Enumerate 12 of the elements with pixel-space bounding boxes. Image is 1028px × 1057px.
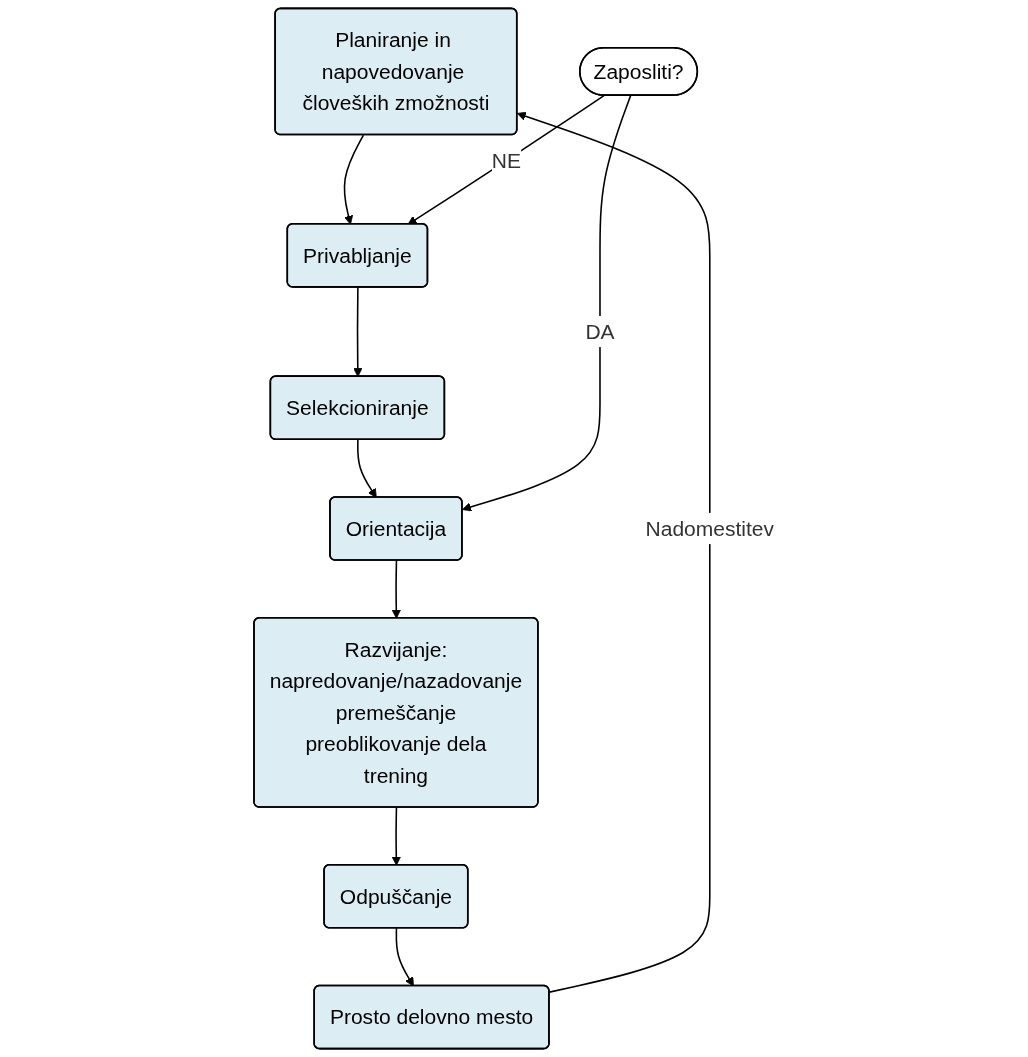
arrow (391, 559, 401, 619)
arrow (516, 111, 711, 993)
arrow (356, 438, 377, 498)
arrow (353, 286, 363, 378)
edge-label: DA (585, 319, 615, 344)
arrow (395, 927, 414, 987)
arrow (391, 806, 401, 866)
edge-label: Nadomestitev (645, 516, 775, 541)
arrow (407, 94, 605, 225)
arrow (462, 94, 632, 512)
arrow (343, 134, 365, 225)
edge-label: NE (491, 149, 522, 173)
